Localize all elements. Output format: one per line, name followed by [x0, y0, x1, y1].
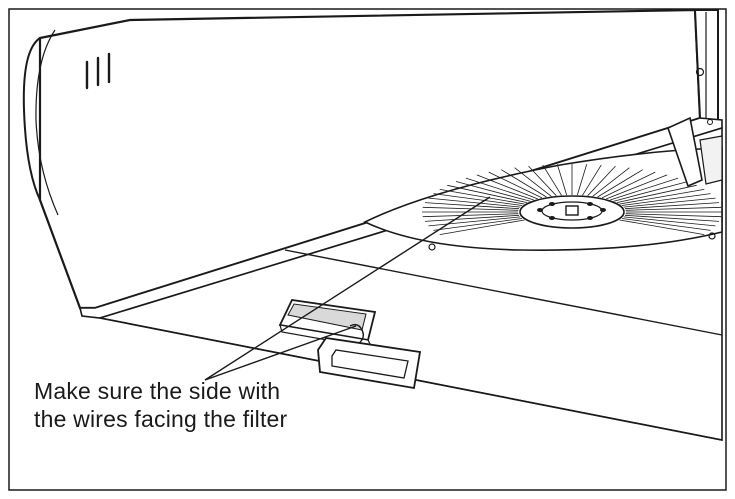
- underside-seam: [284, 249, 723, 336]
- fan-blade: [625, 213, 722, 218]
- mounting-clip-window: [331, 349, 409, 379]
- screw-icon: [708, 232, 716, 240]
- fan-blade: [422, 213, 519, 218]
- fan-blade: [556, 164, 568, 196]
- hub-nut: [565, 205, 579, 216]
- fan-blade: [616, 184, 697, 203]
- fan-blade: [623, 216, 716, 227]
- callout-pointer-fan: [204, 196, 491, 381]
- hub-hole: [549, 202, 555, 206]
- screw-icon: [707, 119, 713, 125]
- fan-blade: [592, 167, 630, 197]
- fan-blade: [597, 169, 643, 198]
- fan-blade: [428, 216, 521, 227]
- hood-left-edge-inner: [35, 29, 59, 216]
- fan-blade: [606, 174, 668, 200]
- fan-blade: [601, 171, 656, 199]
- hub-hole: [587, 202, 593, 206]
- fan-blade: [501, 169, 547, 198]
- fan-blade: [455, 181, 531, 202]
- fan-blade: [439, 219, 525, 235]
- fan-blade: [587, 165, 616, 196]
- fan-blade: [528, 165, 557, 196]
- hub-hole: [549, 216, 555, 220]
- fan-blade: [514, 167, 552, 197]
- vent-slots: [85, 52, 111, 90]
- fan-blade: [625, 206, 722, 211]
- hub-hole: [537, 208, 543, 212]
- fan-blade: [447, 184, 528, 203]
- fan-blade: [424, 202, 520, 210]
- hub-hole: [600, 208, 606, 212]
- screw-icon: [428, 243, 436, 251]
- fan-blade: [624, 214, 720, 222]
- callout-text-line-2: the wires facing the filter: [34, 406, 288, 432]
- mounting-clip: [317, 337, 422, 390]
- hub-hole: [587, 216, 593, 220]
- fan-blade: [576, 164, 588, 196]
- callout-text-line-1: Make sure the side with: [34, 378, 281, 404]
- fan-blade: [582, 164, 602, 196]
- motor-bracket-side: [699, 135, 723, 185]
- hood-left-edge: [22, 37, 41, 201]
- callout-pointer-wires: [204, 325, 357, 381]
- light-module-wires: [349, 323, 365, 345]
- fan-blade: [619, 219, 705, 235]
- diagram-border: [8, 8, 727, 491]
- fan-blade: [623, 197, 716, 208]
- fan-blade: [542, 164, 562, 196]
- fan-blade: [488, 171, 543, 199]
- motor-bracket: [667, 116, 703, 188]
- callout-pointers: [204, 196, 491, 381]
- fan-blade: [476, 174, 538, 200]
- fan-blade: [433, 193, 523, 206]
- fan-blade: [621, 193, 711, 206]
- fan-blade: [439, 189, 525, 205]
- fan-blade: [621, 218, 711, 231]
- fan-blade: [424, 214, 520, 222]
- fan-blade: [465, 177, 534, 201]
- fan-blade: [433, 218, 523, 231]
- fan-blade: [610, 177, 679, 201]
- fan-blade: [624, 202, 720, 210]
- light-module-lens: [287, 303, 367, 331]
- fan-blade: [619, 189, 705, 205]
- hub-holes: [537, 202, 606, 220]
- fan-blade: [613, 181, 689, 202]
- fan-blades: [422, 164, 722, 235]
- fan-blade: [428, 197, 521, 208]
- screw-icon: [695, 67, 705, 77]
